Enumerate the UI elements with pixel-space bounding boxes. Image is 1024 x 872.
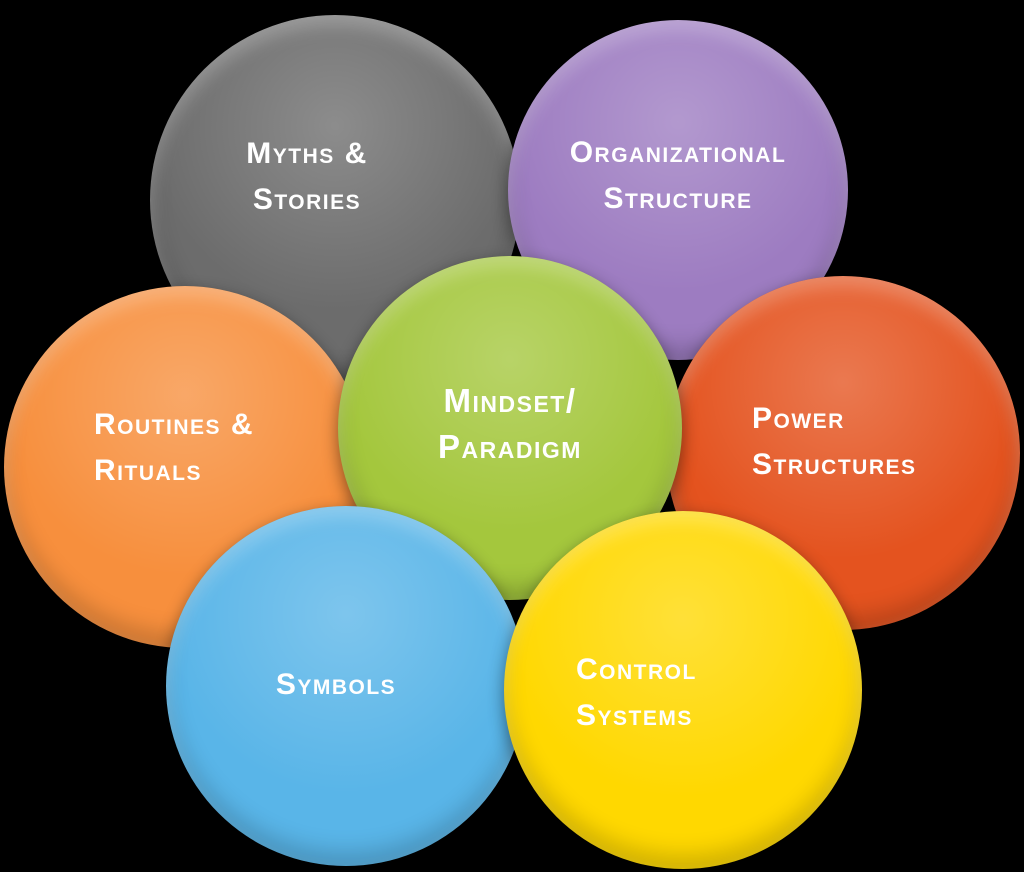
label-routines-rituals: Routines & Rituals bbox=[94, 402, 254, 494]
circle-myths-stories: Myths & Stories bbox=[150, 15, 520, 385]
label-line: Control bbox=[576, 653, 697, 686]
label-line: Routines & bbox=[94, 408, 255, 441]
label-line: Power bbox=[752, 402, 845, 435]
label-line: Stories bbox=[252, 183, 362, 216]
label-organizational-structure: Organizational Structure bbox=[508, 130, 848, 222]
label-line: Structure bbox=[603, 182, 753, 215]
circle-power-structures: Power Structures bbox=[666, 276, 1020, 630]
label-power-structures: Power Structures bbox=[752, 396, 917, 488]
label-line: Rituals bbox=[94, 454, 202, 487]
label-line: Structures bbox=[752, 448, 917, 481]
label-line: Systems bbox=[576, 699, 693, 732]
label-myths-stories: Myths & Stories bbox=[122, 131, 492, 223]
label-mindset-paradigm: Mindset/ Paradigm bbox=[338, 378, 682, 470]
label-symbols: Symbols bbox=[156, 662, 516, 708]
label-line: Myths & bbox=[246, 137, 368, 170]
circle-control-systems: Control Systems bbox=[504, 511, 862, 869]
label-line: Mindset/ bbox=[443, 382, 577, 419]
circle-symbols: Symbols bbox=[166, 506, 526, 866]
label-line: Symbols bbox=[275, 668, 397, 701]
label-line: Organizational bbox=[569, 136, 787, 169]
label-line: Paradigm bbox=[438, 428, 582, 465]
label-control-systems: Control Systems bbox=[576, 647, 697, 739]
